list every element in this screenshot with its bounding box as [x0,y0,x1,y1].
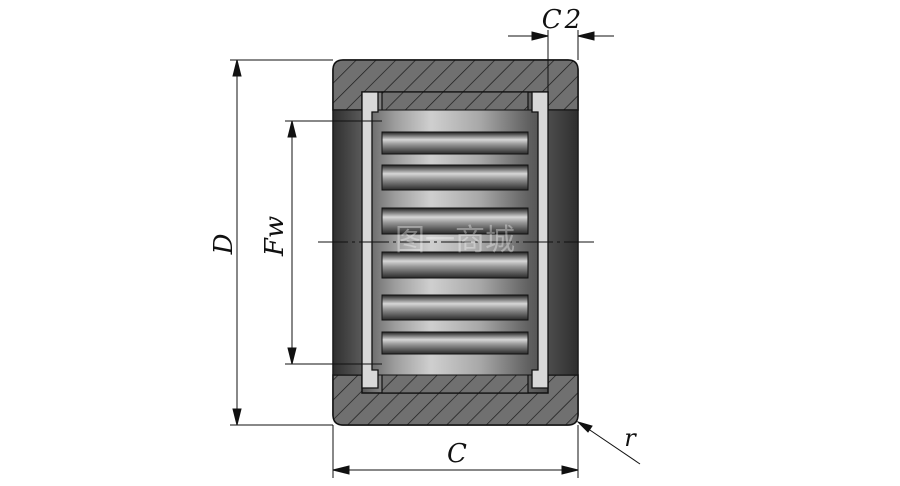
label-r: r [624,424,637,452]
watermark: 图一商城 [395,223,515,258]
roller [381,251,529,279]
roller [381,331,529,355]
label-c: C [447,439,467,469]
roller [381,164,529,191]
dimension-d [230,59,333,426]
dimension-c2 [508,30,614,92]
dimension-fw [285,120,382,365]
dimension-r [576,420,641,465]
label-fw: Fw [260,216,290,257]
roller [381,294,529,321]
label-d: D [209,233,239,255]
roller [381,207,529,235]
cage-outline [361,91,379,389]
dimension-c [332,425,579,478]
rollers [381,131,529,355]
cage-outline-right [531,91,549,389]
roller [381,131,529,155]
label-c2: C2 [542,5,584,35]
